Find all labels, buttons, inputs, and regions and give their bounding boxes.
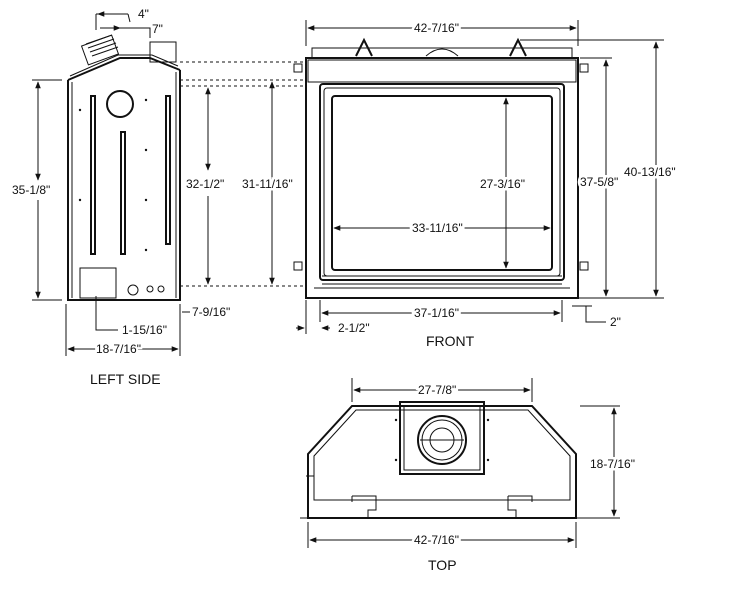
dim-inlet-offset: 1-15/16" [122,323,167,337]
dim-front-glass-height: 27-3/16" [480,177,525,191]
caption-front: FRONT [426,333,475,349]
dim-front-glass-width: 33-11/16" [412,221,463,235]
vent-collar [80,34,120,66]
caption-top: TOP [428,557,457,573]
dim-front-top-width: 42-7/16" [414,21,459,35]
top-view: 27-7/8" 18-7/16" 42-7/16" TOP [300,378,637,573]
dim-front-frame-height: 37-5/8" [580,175,618,189]
dim-top-back-width: 27-7/8" [418,383,456,397]
dim-left-depth: 18-7/16" [96,342,141,356]
dim-front-bottom-width: 37-1/16" [414,306,459,320]
dim-top-front-width: 42-7/16" [414,533,459,547]
caption-left-side: LEFT SIDE [90,371,161,387]
dim-front-left-offset: 2-1/2" [338,321,370,335]
dim-vent-7: 7" [152,22,163,36]
dim-vent-4: 4" [138,7,149,21]
dim-front-bottom-offset: 2" [610,315,621,329]
dim-front-interior-height: 31-11/16" [242,177,293,191]
dim-back-offset: 7-9/16" [192,305,230,319]
dim-front-overall-height: 40-13/16" [624,165,676,179]
dim-top-depth: 18-7/16" [590,457,635,471]
dim-left-overall-height: 35-1/8" [12,183,50,197]
dim-opening-height: 32-1/2" [186,177,224,191]
front-view: 42-7/16" 40-13/16" 37-5/8" 31-11/16" 27-… [240,19,679,350]
left-side-view: 4" 7" 35-1/8" 32-1/2" 1-15/16" 7-9/16" 1… [12,7,306,387]
